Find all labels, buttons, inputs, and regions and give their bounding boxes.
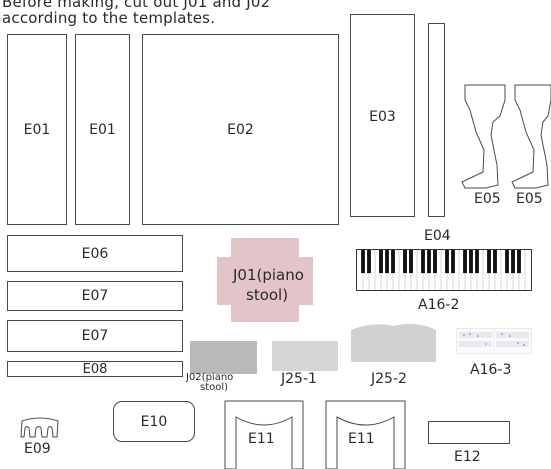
black-key — [511, 250, 515, 274]
part-e03-label: E03 — [369, 109, 396, 125]
part-e01-left-label: E01 — [23, 121, 51, 138]
part-e09-label: E09 — [24, 441, 51, 457]
part-e11-right-label: E11 — [348, 431, 375, 447]
black-key — [517, 250, 521, 274]
part-e02: E02 — [142, 34, 339, 225]
instruction-note: Before making, cut out J01 and J02 accor… — [2, 0, 270, 26]
black-key — [367, 250, 371, 274]
instruction-line-2: according to the templates. — [2, 9, 216, 27]
part-a16-2-keyboard — [356, 249, 532, 291]
part-j25-2-label: J25-2 — [371, 371, 407, 387]
part-e03: E03 — [350, 14, 415, 217]
black-key — [409, 250, 413, 274]
part-e07-bottom: E07 — [7, 320, 183, 352]
part-j02-label-line2: stool) — [200, 382, 229, 393]
black-key — [487, 250, 491, 274]
part-j25-1-swatch — [272, 341, 338, 371]
part-e01-right: E01 — [75, 34, 130, 225]
part-a16-3-label: A16-3 — [470, 362, 512, 378]
black-key — [445, 250, 449, 274]
black-key — [451, 250, 455, 274]
part-a16-3-sheet-music — [456, 328, 532, 354]
part-j01-label-line1: J01(piano — [233, 266, 304, 284]
black-key — [379, 250, 383, 274]
part-j02-label-line1: J02(piano — [186, 372, 234, 383]
black-key — [361, 250, 365, 274]
part-e05-left-label: E05 — [474, 191, 501, 207]
part-e07-top-label: E07 — [81, 288, 109, 304]
part-e01-right-label: E01 — [89, 121, 116, 138]
part-e01-left: E01 — [7, 34, 67, 225]
black-key — [433, 250, 437, 274]
part-e05-right-label: E05 — [516, 191, 543, 207]
part-e08-label: E08 — [82, 361, 108, 377]
black-key — [403, 250, 407, 274]
part-e12-label: E12 — [454, 449, 481, 465]
black-key — [505, 250, 509, 274]
part-a16-2-label: A16-2 — [418, 297, 460, 313]
part-e10-label: E10 — [140, 413, 168, 430]
black-key — [475, 250, 479, 274]
instruction-line-1: Before making, cut out J01 and J02 — [2, 0, 271, 11]
part-e07-top: E07 — [7, 281, 183, 311]
part-e10: E10 — [113, 401, 195, 442]
black-key — [421, 250, 425, 274]
black-key — [385, 250, 389, 274]
part-e04 — [428, 23, 445, 217]
part-e04-label: E04 — [424, 228, 451, 244]
part-e07-bottom-label: E07 — [81, 328, 109, 344]
part-e11-left-label: E11 — [248, 431, 275, 447]
black-key — [493, 250, 497, 274]
part-j01-label-line2: stool) — [246, 286, 289, 304]
black-key — [391, 250, 395, 274]
part-j25-1-label: J25-1 — [281, 371, 317, 387]
black-key — [469, 250, 473, 274]
black-key — [463, 250, 467, 274]
part-e08: E08 — [7, 361, 183, 377]
part-j02-swatch — [190, 341, 257, 374]
part-e02-label: E02 — [227, 121, 254, 138]
part-e12 — [428, 421, 510, 444]
part-e06-label: E06 — [81, 245, 109, 262]
black-key — [427, 250, 431, 274]
part-e06: E06 — [7, 235, 183, 272]
